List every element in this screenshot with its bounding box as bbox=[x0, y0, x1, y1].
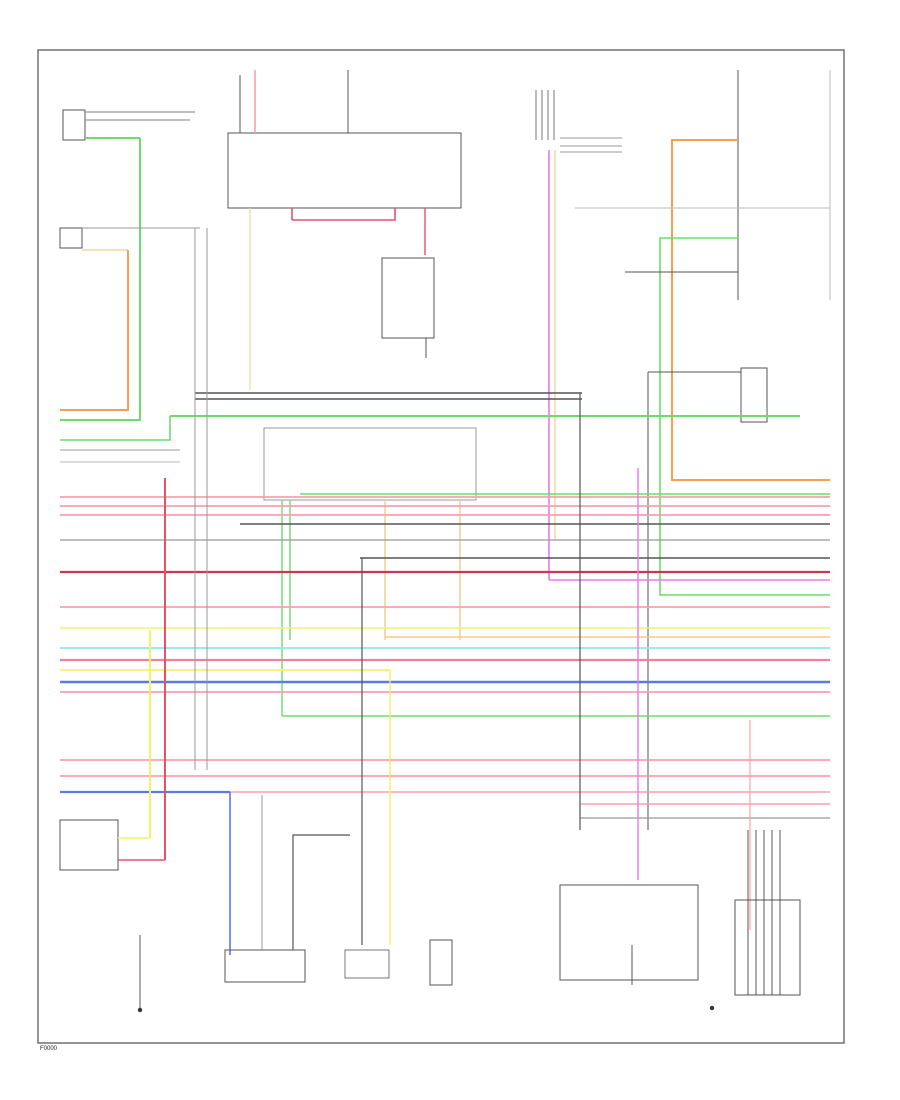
fuel-pump-relay-box bbox=[740, 367, 768, 423]
wire-green-down-left bbox=[60, 138, 141, 421]
ignition-module-box bbox=[559, 884, 699, 981]
connector-block-bottom-right bbox=[734, 899, 801, 996]
top-center-relay-block bbox=[227, 70, 462, 390]
ground-point-right bbox=[709, 1005, 715, 1011]
sub-relay-box bbox=[381, 257, 435, 339]
relay-block-box bbox=[227, 132, 462, 209]
top-center-connector-bundle bbox=[535, 90, 622, 580]
bottom-components bbox=[59, 795, 801, 1013]
sensor-box-mid-left bbox=[59, 227, 83, 249]
mid-trunk-lines bbox=[60, 392, 800, 716]
wire-harness bbox=[60, 493, 830, 819]
knock-sensor bbox=[429, 939, 453, 986]
center-connector-box bbox=[263, 427, 477, 501]
sensor-box-bottom-left bbox=[59, 819, 119, 871]
throttle-position-sensor bbox=[224, 949, 306, 983]
ground-point-left bbox=[137, 1007, 143, 1013]
diagram-footer-code: F0000 bbox=[40, 1046, 58, 1052]
wire-red-block-2 bbox=[292, 208, 396, 221]
wire-orange-left bbox=[60, 250, 129, 411]
wire-orange-right bbox=[671, 139, 830, 481]
top-left-sensor-group bbox=[59, 109, 200, 421]
tps-wire-2 bbox=[292, 834, 350, 950]
top-right-fuel-pump-group bbox=[575, 70, 831, 830]
left-vertical-drops bbox=[149, 228, 751, 955]
trunk-green-drop bbox=[60, 416, 171, 441]
intake-air-temp-sensor bbox=[344, 949, 390, 979]
sensor-box-top-left bbox=[62, 109, 86, 141]
diagram-frame bbox=[37, 49, 845, 1044]
